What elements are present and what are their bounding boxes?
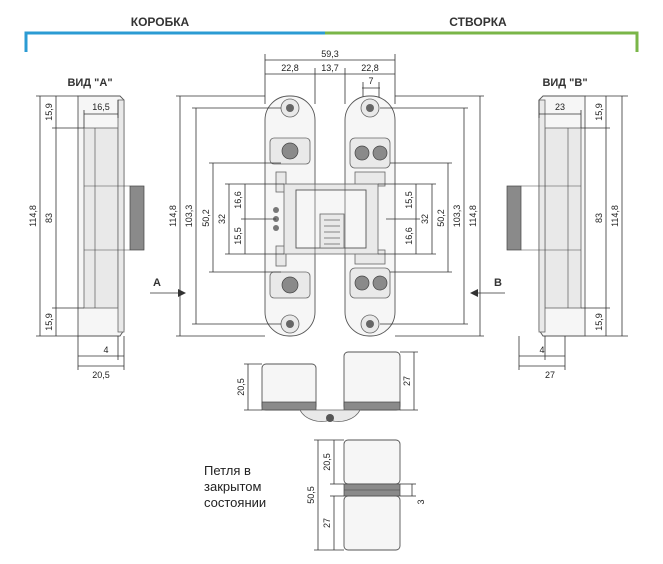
- dim-b-mid: 83: [594, 213, 604, 223]
- dim-b-width-top: 23: [555, 102, 565, 112]
- view-b-dimensions: [518, 95, 628, 370]
- frame-header: КОРОБКА: [131, 15, 190, 29]
- dim-b-top-h: 15,9: [594, 103, 604, 121]
- leaf-header: СТВОРКА: [449, 15, 507, 29]
- dim-section-right-h: 27: [402, 376, 412, 386]
- leaf-bracket: [325, 31, 639, 52]
- closed-hinge: [343, 439, 401, 551]
- front-left-dimensions: [176, 95, 284, 337]
- note-line-2: закрытом: [204, 479, 261, 494]
- dim-b-width-bottom: 27: [545, 370, 555, 380]
- dim-b-overall: 114,8: [610, 205, 620, 227]
- dim-closed-bottom: 27: [322, 518, 332, 528]
- dim-front-right-outer: 114,8: [468, 205, 478, 227]
- dim-closed-total: 50,5: [306, 486, 316, 504]
- arrow-b-label: B: [494, 277, 502, 289]
- dim-front-right-15: 15,5: [404, 191, 414, 209]
- dim-pin-width: 7: [368, 76, 373, 86]
- dim-a-top-h: 15,9: [44, 103, 54, 121]
- dim-front-left-15: 15,5: [233, 227, 243, 245]
- note-line-3: состоянии: [204, 495, 266, 510]
- dim-a-width-bottom: 20,5: [92, 370, 110, 380]
- dim-a-mid: 83: [44, 213, 54, 223]
- frame-bracket: [24, 31, 325, 52]
- dim-front-right-16: 16,6: [404, 227, 414, 245]
- dim-total-width: 59,3: [321, 49, 339, 59]
- arrow-a-label: A: [153, 277, 161, 289]
- dim-b-bottom-h: 15,9: [594, 313, 604, 331]
- view-a-profile: [77, 95, 145, 337]
- dim-middle-width: 13,7: [321, 63, 339, 73]
- dim-closed-top: 20,5: [322, 453, 332, 471]
- dim-a-gap: 4: [103, 345, 108, 355]
- hinge-mechanism: [283, 183, 379, 255]
- dim-front-left-32: 32: [217, 214, 227, 224]
- closed-dimensions: [314, 439, 416, 551]
- view-a-dimensions: [36, 95, 125, 370]
- dim-front-right-inner: 103,3: [452, 205, 462, 228]
- view-b-title: ВИД "В": [542, 77, 587, 89]
- dim-right-width: 22,8: [361, 63, 379, 73]
- dim-b-gap: 4: [539, 345, 544, 355]
- dim-a-width-top: 16,5: [92, 102, 110, 112]
- front-right-dimensions: [378, 95, 484, 337]
- dim-front-left-outer: 114,8: [168, 205, 178, 227]
- note-line-1: Петля в: [204, 463, 251, 478]
- dim-section-left-h: 20,5: [236, 378, 246, 396]
- arrow-b: [470, 289, 505, 297]
- arrow-a: [150, 289, 186, 297]
- view-a-title: ВИД "А": [67, 77, 112, 89]
- dim-closed-gap: 3: [416, 499, 426, 504]
- section-open: [261, 351, 401, 422]
- view-b-profile: [506, 95, 586, 337]
- section-open-dimensions: [244, 351, 418, 411]
- dim-front-right-32: 32: [420, 214, 430, 224]
- dim-a-bottom-h: 15,9: [44, 313, 54, 331]
- dim-a-overall: 114,8: [28, 205, 38, 227]
- dim-front-left-16: 16,6: [233, 191, 243, 209]
- dim-front-left-mid: 50,2: [201, 209, 211, 227]
- dim-front-left-inner: 103,3: [184, 205, 194, 228]
- dim-left-width: 22,8: [281, 63, 299, 73]
- dim-front-right-mid: 50,2: [436, 209, 446, 227]
